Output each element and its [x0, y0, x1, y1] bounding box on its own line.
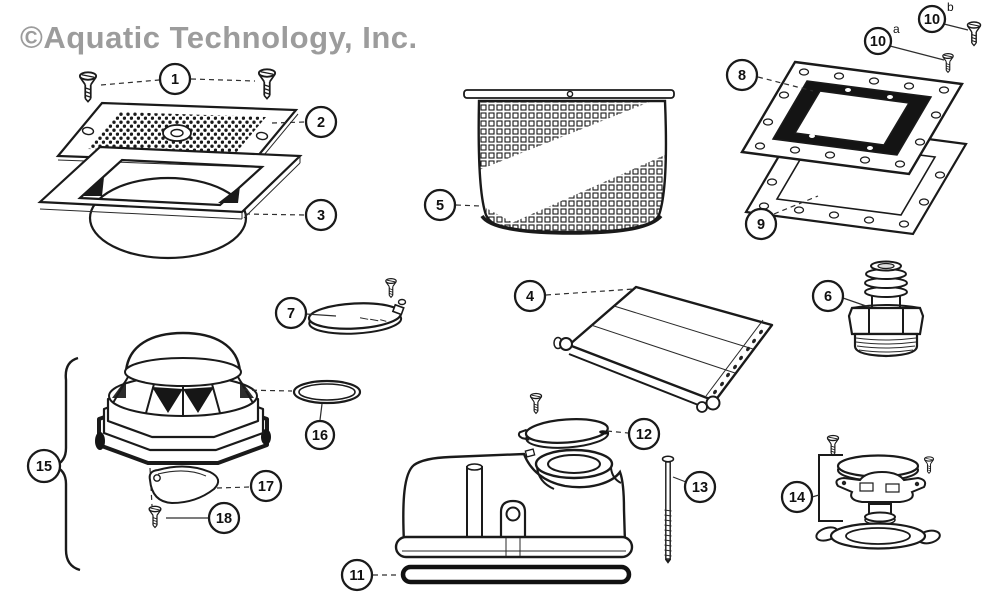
callout-8: 8: [725, 58, 814, 92]
collar-lid: [517, 418, 610, 449]
svg-text:10: 10: [870, 34, 886, 50]
o-ring: [292, 379, 362, 405]
callout-15: 15: [26, 448, 62, 484]
svg-text:b: b: [947, 0, 954, 14]
faceplate-screws: [942, 21, 982, 74]
callout-9: 9: [744, 195, 819, 241]
callout-10b: 10 b: [917, 0, 969, 34]
svg-text:10: 10: [924, 12, 940, 28]
flapper-screw: [148, 505, 162, 529]
diverter-gasket: [815, 522, 941, 550]
svg-text:7: 7: [287, 306, 295, 322]
callout-1: 1: [100, 62, 256, 96]
callout-12: 12: [606, 417, 661, 451]
callout-3: 3: [244, 198, 338, 232]
flapper-plate: [148, 465, 220, 505]
long-bolt: [661, 455, 675, 564]
svg-text:3: 3: [317, 208, 325, 224]
callout-7: 7: [274, 296, 337, 330]
faceplate: [740, 60, 964, 176]
weir-door: [553, 285, 774, 413]
callout-17: 17: [216, 469, 283, 503]
svg-text:2: 2: [317, 115, 325, 131]
lid-screw: [529, 392, 543, 415]
diverter-assembly: [815, 434, 941, 550]
svg-text:6: 6: [824, 289, 832, 305]
weir-float-perforations: [713, 329, 763, 395]
callout-6: 6: [811, 279, 870, 313]
body-gasket: [400, 564, 632, 585]
svg-text:1: 1: [171, 72, 179, 88]
svg-text:16: 16: [312, 428, 328, 444]
bracket-14: [818, 454, 843, 522]
callout-18: 18: [166, 501, 241, 535]
svg-text:14: 14: [789, 490, 805, 506]
callout-14: 14: [780, 480, 820, 514]
grate-frame: [37, 145, 303, 260]
float-valve-assembly: [50, 331, 362, 572]
skimmer-body: [394, 392, 634, 585]
svg-text:8: 8: [738, 68, 746, 84]
basket-mesh: [479, 101, 665, 232]
callout-13: 13: [672, 470, 717, 504]
hose-adapter: [847, 260, 925, 358]
svg-text:9: 9: [757, 217, 765, 233]
svg-text:13: 13: [692, 480, 708, 496]
svg-text:12: 12: [636, 427, 652, 443]
clamp-band: [307, 278, 407, 335]
callout-2: 2: [271, 105, 338, 139]
svg-text:17: 17: [258, 479, 274, 495]
skimmer-basket: [463, 89, 675, 235]
svg-text:4: 4: [526, 289, 534, 305]
callout-10a: 10 a: [863, 22, 945, 61]
svg-text:11: 11: [349, 568, 364, 584]
watermark-text: ©Aquatic Technology, Inc.: [20, 20, 418, 55]
callout-11: 11: [340, 558, 400, 592]
svg-text:5: 5: [436, 198, 444, 214]
callout-16: 16: [304, 403, 336, 451]
svg-text:a: a: [893, 22, 900, 36]
svg-text:18: 18: [216, 511, 232, 527]
callout-5: 5: [423, 188, 482, 222]
callout-4: 4: [513, 279, 635, 313]
svg-text:15: 15: [36, 459, 52, 475]
